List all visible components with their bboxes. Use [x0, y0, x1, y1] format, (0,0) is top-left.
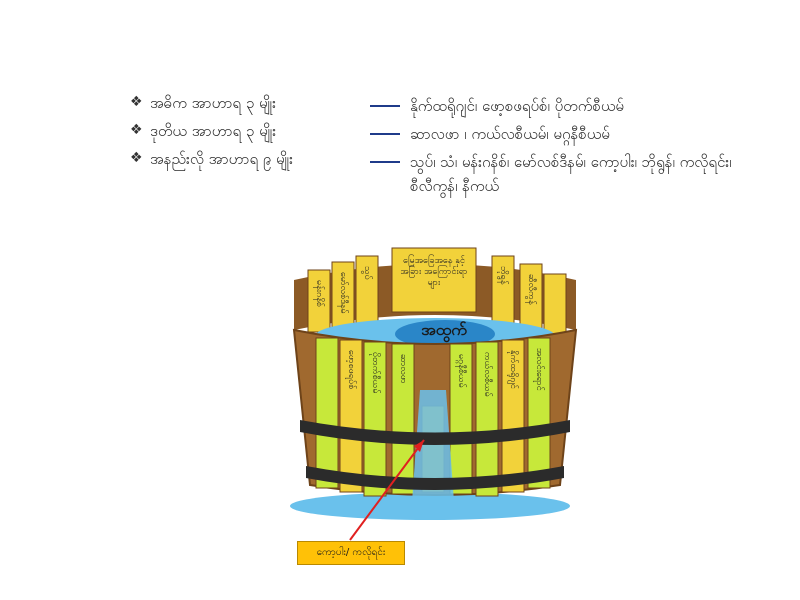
legend-row-secondary: ❖ ဒုတိယ အာဟာရ ၃ မျိုး ဆာလဖာ ၊ ကယ်လစီယမ်၊…: [130, 120, 770, 148]
front-stave-label: အလင်းရောင်: [534, 348, 544, 391]
front-stave-label: ကယ်လစီယမ်: [482, 352, 492, 397]
front-stave: [475, 341, 499, 497]
diamond-bullet-icon: ❖: [130, 94, 143, 110]
legend-items: သွပ်၊ သံ၊ မန်းဂနိစ်၊ မော်လစ်ဒီနမ်၊ ကော့ပ…: [410, 153, 732, 195]
front-stave-label: နိုက်ထရိုဂျင်: [508, 350, 518, 389]
back-stave-label: ဘိုရွန်: [498, 266, 508, 285]
diamond-bullet-icon: ❖: [130, 150, 143, 166]
front-stave-label: ဖော့စဖရပ်စ်: [346, 350, 356, 390]
legend-items: ဆာလဖာ ၊ ကယ်လစီယမ်၊ မဂ္ဂနီစီယမ်: [410, 125, 610, 143]
legend-items: နိုက်ထရိုဂျင်၊ ဖော့စဖရပ်စ်၊ ပိုတက်စီယမ်: [410, 97, 624, 115]
center-label: အထွက်: [421, 320, 467, 339]
back-stave-wide: [391, 247, 477, 313]
back-stave: [543, 273, 567, 335]
barrel-hoop: [300, 420, 570, 445]
legend-dash: [370, 105, 400, 107]
water-center: [395, 320, 495, 348]
front-stave: [363, 341, 387, 497]
liebig-barrel-diagram: မြေအခြေအနေ နှင့် အခြား အကြောင်းရာများ အထ…: [280, 240, 590, 585]
nutrient-legend: ❖ အဓိက အာဟာရ ၃ မျိုး နိုက်ထရိုဂျင်၊ ဖော့…: [130, 92, 770, 204]
legend-dash: [370, 133, 400, 135]
barrel-illustration: [290, 247, 578, 541]
back-stave-label: မန်းဂနိစ်: [314, 280, 324, 307]
front-stave-label: မဂ္ဂနီစီယမ်: [456, 354, 466, 388]
front-stave: [527, 337, 551, 489]
front-stave-label: ပိုတက်စီယမ်: [370, 352, 380, 394]
front-stave: [449, 343, 473, 495]
legend-dash: [370, 161, 400, 163]
water-overflow: [412, 390, 454, 502]
spilled-water: [290, 492, 570, 520]
back-stave-label: မော်လစ်ဒီနမ်: [338, 272, 348, 314]
back-stave-label: သွပ်: [362, 266, 372, 280]
front-stave: [339, 339, 363, 493]
front-stave-label: ဆာလဖာ: [398, 354, 408, 384]
legend-category: အနည်းလို အာဟာရ ၉ မျိုး: [150, 150, 293, 168]
callout-arrow: [349, 439, 425, 541]
diamond-bullet-icon: ❖: [130, 122, 143, 138]
barrel-hoop: [306, 466, 564, 490]
legend-category: ဒုတိယ အာဟာရ ၃ မျိုး: [150, 122, 277, 140]
legend-row-micro: ❖ အနည်းလို အာဟာရ ၉ မျိုး သွပ်၊ သံ၊ မန်းဂ…: [130, 148, 770, 204]
top-stave-label: မြေအခြေအနေ နှင့် အခြား အကြောင်းရာများ: [400, 256, 468, 288]
callout-arrowhead: [414, 440, 424, 452]
front-stave: [391, 343, 415, 495]
legend-row-primary: ❖ အဓိက အာဟာရ ၃ မျိုး နိုက်ထရိုဂျင်၊ ဖော့…: [130, 92, 770, 120]
legend-category: အဓိက အာဟာရ ၃ မျိုး: [150, 94, 276, 112]
front-stave: [315, 337, 339, 489]
limiting-nutrient-callout: ကော့ပါး/ ကလိုရင်း: [297, 541, 405, 565]
front-stave: [501, 339, 525, 493]
back-stave-label: ဆီလီကွန်: [526, 274, 536, 305]
